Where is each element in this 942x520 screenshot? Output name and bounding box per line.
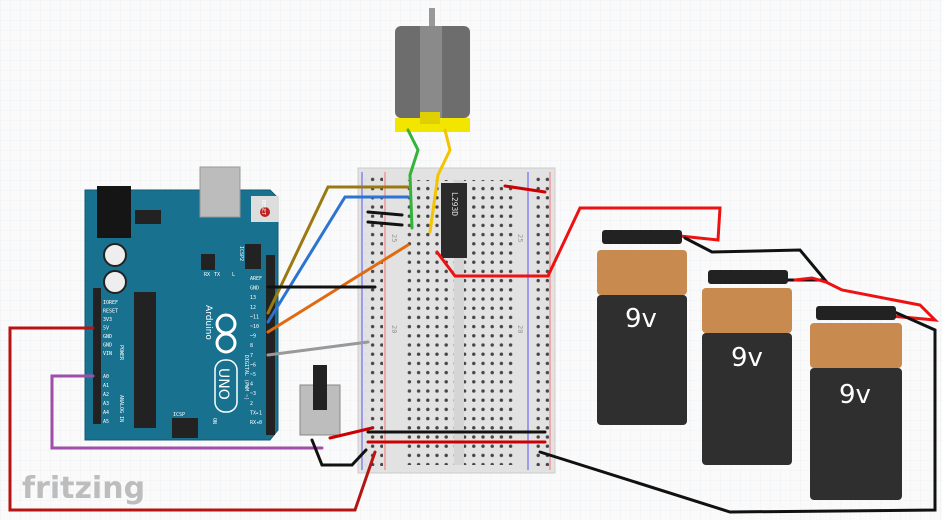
pin-label: 3V3 <box>103 317 112 323</box>
wire-red-battery[interactable] <box>435 206 722 278</box>
wire-yellow-motor[interactable] <box>428 128 452 234</box>
microcontroller-chip <box>134 292 156 428</box>
l293d-chip[interactable]: L293D <box>441 183 467 258</box>
pin-label: 7 <box>250 353 253 359</box>
pin-label: A5 <box>103 419 109 425</box>
pin-label: IOREF <box>103 300 118 306</box>
tx-label: TX <box>214 272 220 278</box>
pin-label: 12 <box>250 305 256 311</box>
battery-3[interactable]: 9v <box>810 306 902 500</box>
fritzing-logo: fritzing <box>22 471 145 506</box>
pin-label: VIN <box>103 351 112 357</box>
pin-label: RX◂0 <box>250 420 262 426</box>
arduino-uno[interactable]: RESET ICSP2 RX TX L ON ICSP Arduino UNO … <box>84 166 279 441</box>
digital-header <box>266 255 275 435</box>
row-number: 25 <box>390 234 398 242</box>
capacitor <box>103 270 127 294</box>
row-number: 20 <box>390 325 398 333</box>
l-label: L <box>232 272 235 278</box>
wire-battery-link-red[interactable] <box>793 276 939 322</box>
on-label: ON <box>211 418 217 424</box>
usb-chip <box>201 254 215 270</box>
pin-label: GND <box>250 286 259 292</box>
pin-label: A0 <box>103 374 109 380</box>
pin-label: ~10 <box>250 324 259 330</box>
uno-badge <box>214 359 238 413</box>
pin-label: 8 <box>250 343 253 349</box>
wire-battery-link[interactable] <box>683 236 829 282</box>
pin-label: A1 <box>103 383 109 389</box>
wire-red-5v[interactable] <box>8 326 377 512</box>
pin-label: ~11 <box>250 314 259 320</box>
pin-label: 13 <box>250 295 256 301</box>
digital-label: DIGITAL (PWM ~) <box>243 355 249 400</box>
wire-gray[interactable] <box>266 340 370 357</box>
icsp-label: ICSP <box>173 412 185 418</box>
power-label: POWER <box>118 345 124 361</box>
dc-motor[interactable] <box>395 8 470 132</box>
wire-blue[interactable] <box>266 195 410 324</box>
rx-label: RX <box>204 272 210 278</box>
icsp2-label: ICSP2 <box>238 246 244 261</box>
battery-2[interactable]: 9v <box>702 270 792 465</box>
uno-label: UNO <box>215 368 231 400</box>
battery-label: 9v <box>625 304 657 334</box>
analog-label: ANALOG IN <box>118 395 124 422</box>
wire-brown[interactable] <box>266 185 410 315</box>
pin-label: A4 <box>103 410 109 416</box>
pin-label: ~5 <box>250 372 256 378</box>
pin-label: A3 <box>103 401 109 407</box>
wire-red-rail[interactable] <box>503 184 547 194</box>
icsp-header <box>172 418 198 438</box>
power-pin-labels: IOREF RESET 3V3 5V GND GND VIN <box>103 300 118 357</box>
capacitor <box>103 243 127 267</box>
wire-black[interactable] <box>366 210 404 217</box>
row-number: 20 <box>516 325 524 333</box>
battery-label: 9v <box>839 380 871 410</box>
icsp2-header <box>245 244 261 269</box>
battery-label: 9v <box>731 343 763 373</box>
row-number: 25 <box>516 234 524 242</box>
pin-label: 5V <box>103 326 109 332</box>
reset-label: RESET <box>260 200 266 215</box>
regulator <box>135 210 161 224</box>
pin-label: TX▸1 <box>250 410 262 416</box>
power-analog-header <box>93 288 101 424</box>
chip-label: L293D <box>450 192 459 216</box>
pin-label: GND <box>103 343 112 349</box>
pin-label: A2 <box>103 392 109 398</box>
wire-purple-a0[interactable] <box>50 374 324 450</box>
pin-label: ~6 <box>250 362 256 368</box>
dc-jack <box>97 186 131 238</box>
pin-label: 4 <box>250 382 253 388</box>
pin-label: GND <box>103 334 112 340</box>
battery-1[interactable]: 9v <box>597 230 687 425</box>
wires <box>8 128 939 514</box>
wire-black-pot[interactable] <box>310 438 368 467</box>
pin-label: ~9 <box>250 334 256 340</box>
potentiometer[interactable] <box>299 365 341 436</box>
pin-label: AREF <box>250 276 262 282</box>
pin-label: ~3 <box>250 391 256 397</box>
wire-black[interactable] <box>366 220 404 227</box>
usb-port <box>199 166 241 218</box>
wire-red-pot[interactable] <box>328 426 374 440</box>
digital-pin-labels: AREF GND 13 12 ~11 ~10 ~9 8 7 ~6 ~5 4 ~3 2TX▸1RX◂0 <box>250 276 262 426</box>
wire-battery-ground[interactable] <box>538 308 937 514</box>
breadboard[interactable]: 25 20 25 20 <box>357 167 556 474</box>
pin-label: RESET <box>103 309 118 315</box>
reset-button-cap[interactable] <box>260 207 270 217</box>
arduino-brand: Arduino <box>203 305 213 340</box>
arduino-logo <box>215 332 237 354</box>
wire-green-motor[interactable] <box>406 128 420 230</box>
pin-label: 2 <box>250 401 253 407</box>
